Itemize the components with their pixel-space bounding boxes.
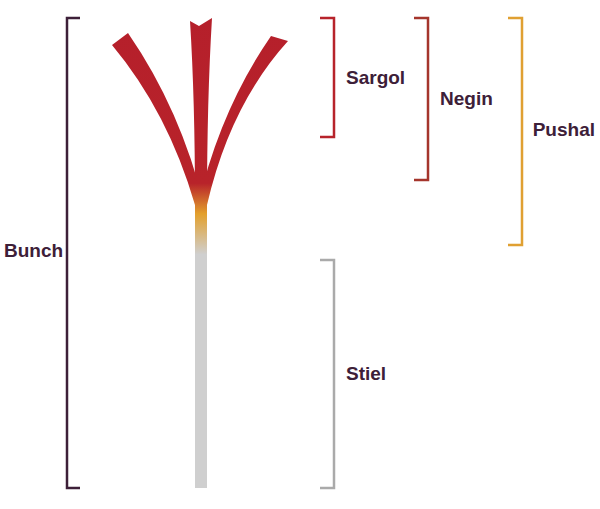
sargol-bracket — [320, 18, 334, 137]
thread-strand — [112, 33, 204, 205]
part-label: Sargol — [346, 68, 405, 89]
negin-bracket — [414, 18, 428, 180]
part-label: Negin — [440, 89, 493, 110]
part-label: Pushal — [533, 120, 595, 141]
pushal-bracket — [508, 18, 522, 245]
thread-strand — [198, 36, 288, 205]
saffron-thread — [112, 18, 288, 488]
bunch-bracket — [67, 18, 80, 488]
part-label: Stiel — [346, 364, 386, 385]
stiel-bracket — [320, 260, 334, 488]
part-label: Bunch — [4, 241, 63, 262]
thread-stem — [195, 190, 207, 488]
